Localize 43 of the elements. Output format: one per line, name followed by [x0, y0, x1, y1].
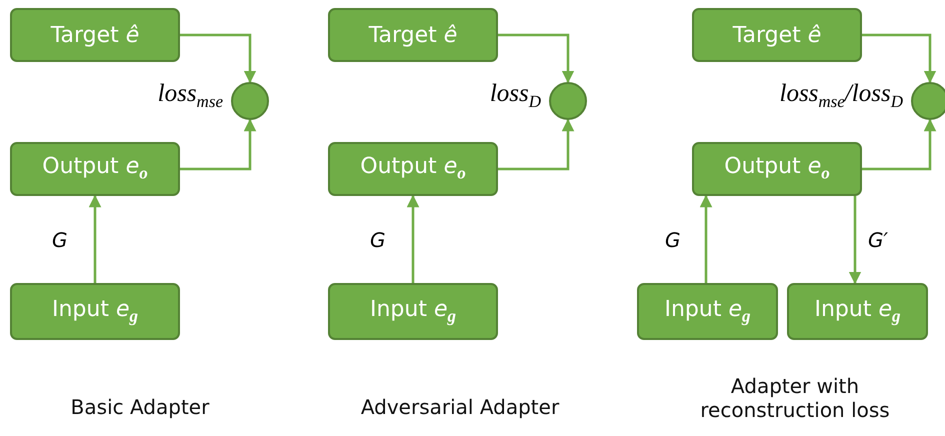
process-box — [10, 142, 180, 196]
panel-caption: Adapter with reconstruction loss — [699, 374, 891, 422]
edge-label: G — [52, 228, 68, 252]
box-label: Target ê — [368, 22, 458, 48]
loss-circle — [231, 82, 269, 120]
panel-caption: Basic Adapter — [70, 395, 210, 419]
process-box — [328, 142, 498, 196]
box-label: Output e$_{o}$ — [724, 154, 830, 184]
edge-label: G′ — [868, 228, 888, 252]
process-box — [10, 283, 180, 340]
box-label: Output e$_{o}$ — [360, 154, 466, 184]
box-label: Input e$_{g}$ — [370, 296, 456, 326]
arrow — [862, 118, 936, 170]
process-box — [10, 8, 180, 62]
arrow — [498, 118, 574, 170]
loss-label: loss$_{D}$ — [490, 80, 541, 112]
process-box — [328, 283, 498, 340]
arrow — [862, 34, 936, 84]
box-label: Output e$_{o}$ — [42, 154, 148, 184]
box-label: Input e$_{g}$ — [814, 296, 900, 326]
box-label: Input e$_{g}$ — [664, 296, 750, 326]
edge-label: G — [370, 228, 386, 252]
arrow — [180, 118, 256, 170]
arrow — [848, 196, 862, 284]
process-box — [637, 283, 778, 340]
edge-label: G — [665, 228, 680, 252]
loss-circle — [549, 82, 587, 120]
loss-label: loss$_{mse}$ — [158, 80, 223, 112]
panel-caption: Adversarial Adapter — [360, 395, 560, 419]
arrow — [498, 34, 574, 84]
loss-label: loss$_{mse}$/loss$_{D}$ — [780, 80, 903, 112]
process-box — [692, 142, 862, 196]
box-label: Input e$_{g}$ — [52, 296, 138, 326]
loss-circle — [911, 82, 945, 120]
arrow — [180, 34, 256, 84]
box-label: Target ê — [732, 22, 822, 48]
arrow — [406, 194, 420, 283]
process-box — [328, 8, 498, 62]
process-box — [692, 8, 862, 62]
arrow — [88, 194, 102, 283]
arrow — [700, 194, 712, 283]
process-box — [787, 283, 928, 340]
box-label: Target ê — [50, 22, 140, 48]
